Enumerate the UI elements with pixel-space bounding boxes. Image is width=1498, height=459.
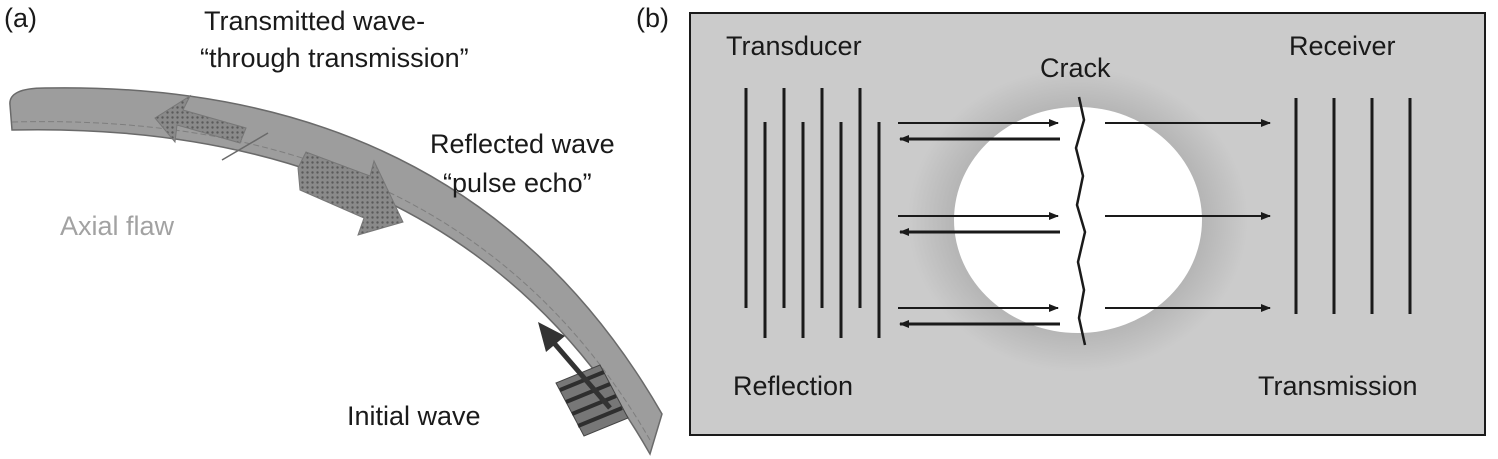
incident-arrows (898, 119, 1059, 312)
transmitted-arrows (1105, 119, 1271, 312)
crack-zone (954, 107, 1202, 333)
reflected-arrows (899, 135, 1060, 328)
initial-wave-label: Initial wave (347, 401, 481, 431)
crack-halo (908, 68, 1248, 372)
initial-wave-arrow (538, 322, 612, 410)
panel-a-tag: (a) (4, 3, 37, 33)
reflected-wave-label-line2: “pulse echo” (443, 168, 592, 198)
receiver-wavefronts (1294, 98, 1412, 314)
transducer-wavefronts (744, 88, 881, 338)
reflection-label: Reflection (733, 371, 854, 401)
panel-b-tag: (b) (636, 3, 669, 33)
curved-pipe (9, 87, 663, 456)
initial-wave-transducer (555, 364, 629, 437)
axial-flaw-line (221, 132, 269, 161)
crack-label: Crack (1040, 53, 1111, 83)
transducer-label: Transducer (726, 31, 862, 61)
transmitted-wave-label-line1: Transmitted wave- (204, 6, 426, 36)
transmitted-wave-label-line2: “through transmission” (200, 43, 469, 73)
reflected-wave-label-line1: Reflected wave (430, 129, 615, 159)
panel-a-figure (9, 87, 663, 456)
transmission-label: Transmission (1258, 371, 1418, 401)
receiver-label: Receiver (1289, 31, 1396, 61)
axial-flaw-label: Axial flaw (60, 211, 175, 241)
reflected-wave-arrow (297, 151, 404, 236)
crack-line (1074, 96, 1087, 346)
transmitted-wave-arrow (154, 94, 247, 144)
